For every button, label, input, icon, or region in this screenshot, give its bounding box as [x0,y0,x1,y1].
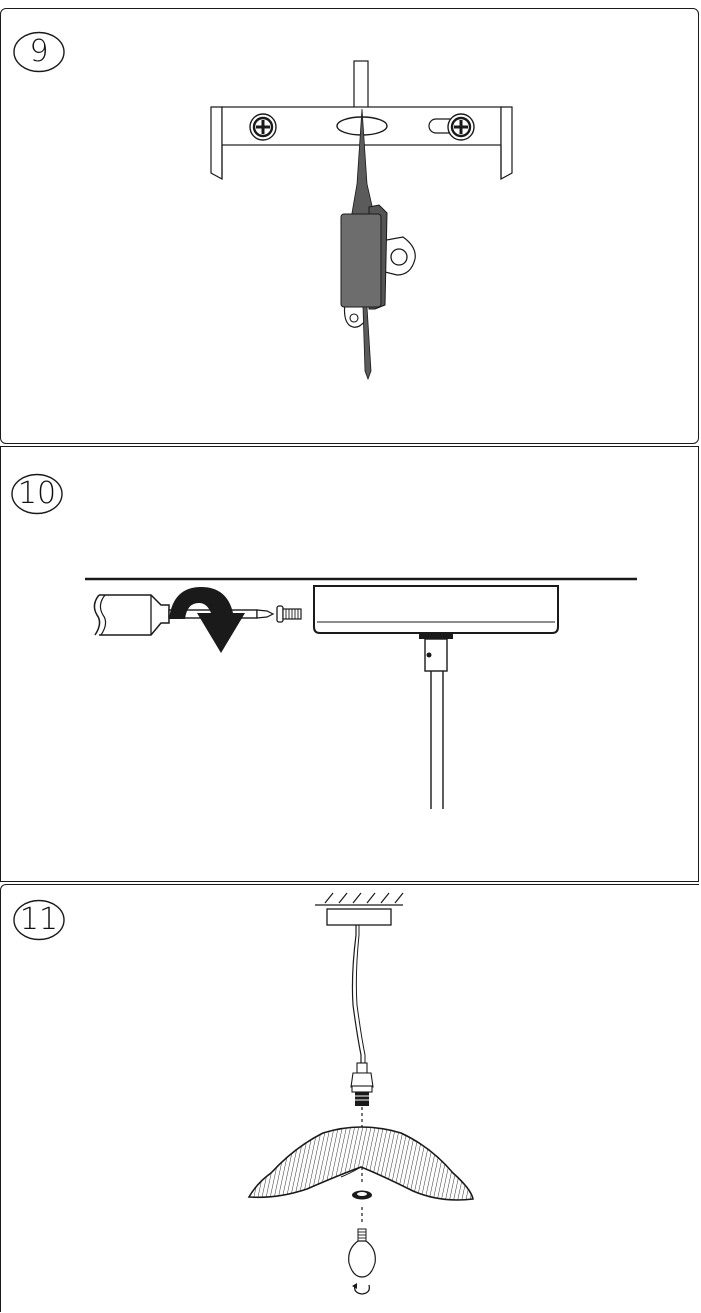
step-11-badge: 11 [12,899,66,941]
ceiling-hatch-icon [315,892,404,906]
shade-ring-icon [352,1190,372,1200]
twist-arrow-icon [354,1284,370,1295]
screw-left-icon [249,113,277,141]
step-9-number: 9 [29,34,49,69]
step-11-panel: 11 [0,884,699,1312]
screw-right-icon [447,113,475,141]
screw-icon [276,605,302,623]
step-9-panel: 9 [0,8,699,444]
lamp-socket-icon [350,1062,374,1106]
mounting-rod [353,60,369,110]
step-10-circle [11,473,63,515]
step-11-number: 11 [19,902,59,937]
receiver-module [340,204,388,310]
step-9-illustration [210,60,513,381]
cord-grip [419,633,453,672]
step-9-circle [13,31,65,73]
cable [351,925,362,1065]
step-10-illustration [85,577,637,809]
rotate-arrow-icon [169,587,245,653]
canopy [326,908,392,926]
step-10-panel: 10 [0,446,699,882]
light-bulb-icon [348,1228,376,1278]
module-ear-right [380,236,416,276]
step-9-badge: 9 [12,31,66,73]
power-wire [362,306,372,381]
canopy [313,585,559,634]
step-10-number: 10 [17,476,57,511]
step-10-badge: 10 [10,473,64,515]
lamp-shade [247,1126,474,1201]
step-11-illustration [247,892,474,1295]
step-11-circle [13,899,65,941]
